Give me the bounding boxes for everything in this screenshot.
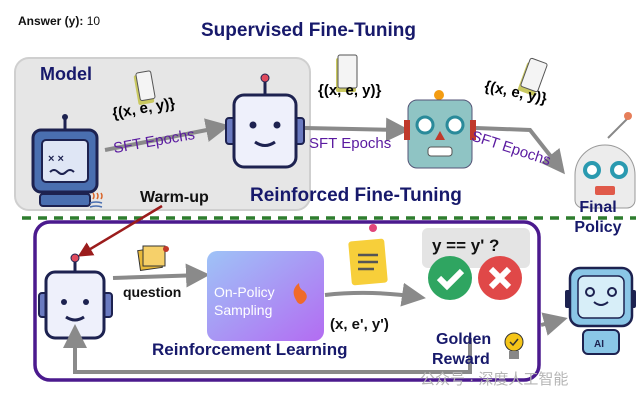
memo-icon [348,224,388,286]
sft-robot-icon [225,73,305,169]
on-policy-sampling-box [207,251,324,341]
model-label: Model [40,64,92,84]
rl-label: Reinforcement Learning [152,340,348,359]
correct-icon [428,256,472,300]
fire-icon [293,283,307,304]
incorrect-icon [478,256,522,300]
sampling-label: On-Policy Sampling [214,283,275,319]
answer-label: Answer (y): 10 [18,14,100,28]
sft-epochs-2: SFT Epochs [309,135,392,152]
output-tuple: (x, e', y') [330,316,389,333]
sample-arrow [324,282,426,307]
warmup-label: Warm-up [140,189,209,206]
lightbulb-icon [504,332,524,359]
policy-robot-icon [38,253,113,340]
final-line-1: Final [579,199,617,216]
question-label: question [123,284,182,300]
question-arrow [112,263,210,288]
final-policy-robot-icon [565,266,636,355]
warmup-arrow [77,204,163,257]
feedback-loop-arrow [63,324,472,374]
sft-data-2: {(x, e, y)} [318,82,382,99]
sticky-note-icon [137,245,169,271]
rft-title: Reinforced Fine-Tuning [250,185,462,206]
watermark: 公众号 · 深度人工智能 [420,371,569,388]
check-text: y == y' ? [432,236,500,255]
teal-robot-icon [404,90,476,169]
final-line-2: Policy [574,219,622,236]
ai-badge: AI [594,339,604,350]
advanced-robot-icon [574,112,636,209]
answer-key: Answer (y): [18,14,84,28]
sampling-line-2: Sampling [214,302,273,318]
sft-arrow-2 [304,117,410,142]
answer-value: 10 [86,14,101,28]
sft-title: Supervised Fine-Tuning [201,20,416,41]
sft-arrow-3 [475,126,565,175]
document-icon [517,57,548,96]
rl-frame [33,220,541,382]
document-icon [336,54,358,92]
sampling-line-1: On-Policy [214,284,275,300]
final-arrow [540,312,568,336]
golden-reward-label: Golden Reward [432,330,491,370]
reward-line-2: Reward [432,351,490,368]
svg-text:× ×: × × [48,153,64,165]
warmup-heat-icon [89,192,103,208]
reward-line-1: Golden [436,331,492,348]
final-policy-label: Final Policy [570,198,626,238]
untrained-robot-icon: × × [31,114,99,207]
document-icon [133,70,156,105]
sft-arrow-1 [104,118,230,152]
